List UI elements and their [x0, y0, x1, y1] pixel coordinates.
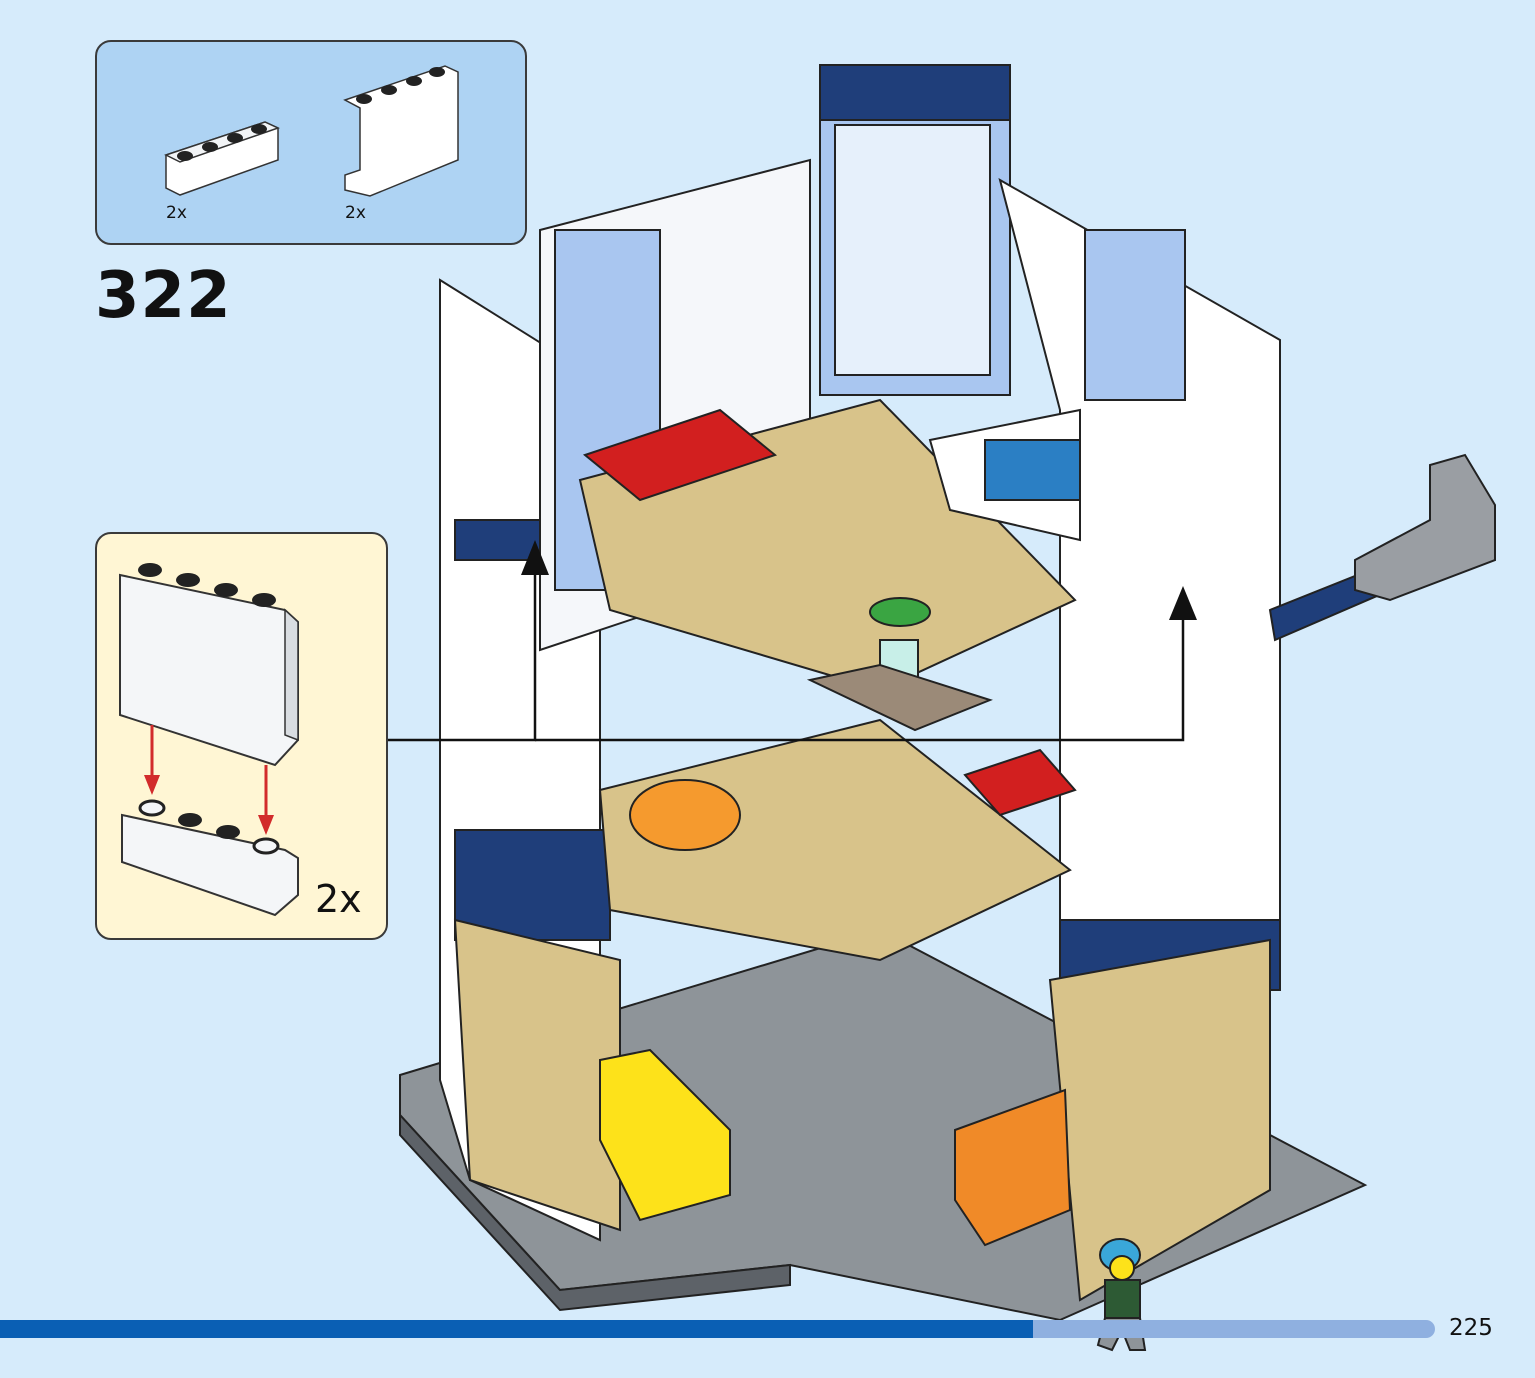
part-quantity-brick: 2x: [166, 203, 187, 223]
callout-arrows: [388, 540, 1197, 742]
middle-floor-plate: [598, 718, 1072, 962]
right-tower: [998, 177, 1281, 1302]
parts-list-panel: [95, 40, 527, 245]
part-quantity-panel: 2x: [345, 203, 366, 223]
grey-ramp: [1268, 453, 1496, 642]
sub-assembly-quantity: 2x: [315, 877, 362, 921]
page-number: 225: [1449, 1315, 1493, 1341]
minifigure: [1096, 1238, 1147, 1352]
furniture: [582, 408, 1081, 1247]
step-number: 322: [95, 259, 232, 333]
